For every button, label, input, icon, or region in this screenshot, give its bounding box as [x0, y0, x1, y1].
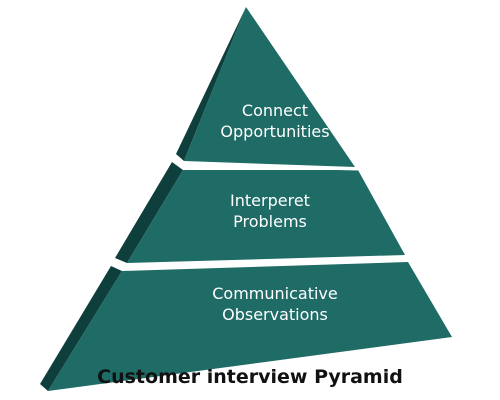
tier-label-bottom: Communicative Observations: [190, 283, 360, 325]
front-face-top: [184, 7, 355, 167]
front-face-middle: [127, 170, 405, 263]
tier-top-line1: Connect: [241, 101, 309, 120]
tier-top-line2: Opportunities: [220, 122, 330, 141]
side-face-middle: [115, 162, 183, 263]
tier-bottom-line1: Communicative: [212, 284, 338, 303]
tier-label-top: Connect Opportunities: [210, 100, 340, 142]
front-face-bottom: [48, 262, 452, 391]
tier-separator-lower: [112, 257, 407, 269]
diagram-caption: Customer interview Pyramid: [97, 366, 403, 388]
side-face-top: [176, 7, 246, 161]
tier-middle-line2: Problems: [233, 212, 307, 231]
side-face-bottom: [40, 266, 122, 391]
tier-separator-upper: [173, 156, 359, 171]
tier-middle-line1: Interperet: [230, 191, 310, 210]
tier-bottom-line2: Observations: [222, 305, 328, 324]
tier-label-middle: Interperet Problems: [205, 190, 335, 232]
